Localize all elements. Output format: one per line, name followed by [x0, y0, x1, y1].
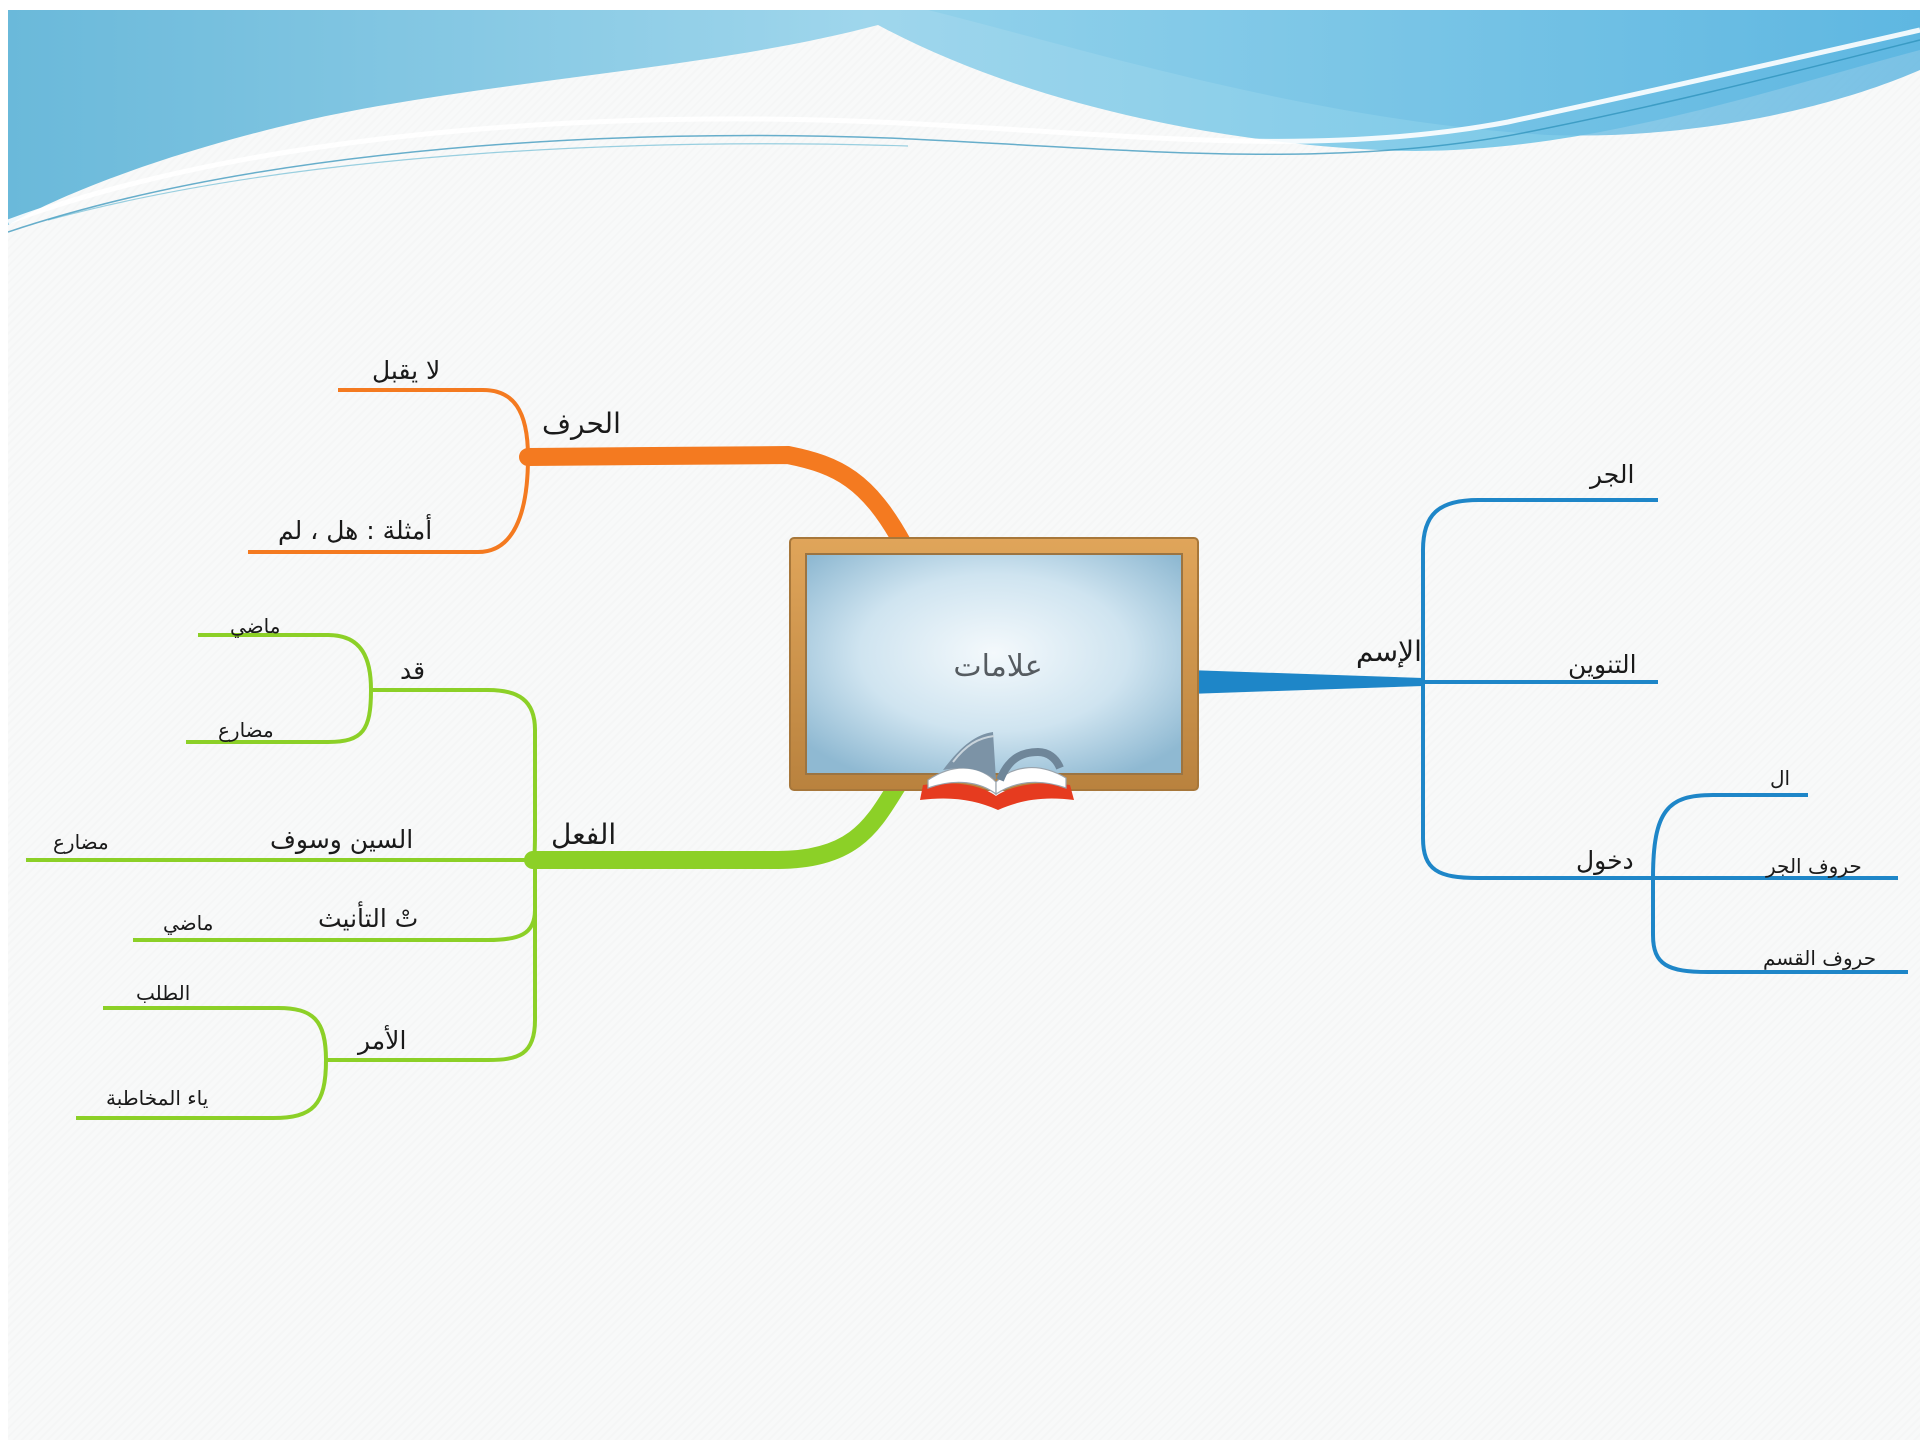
branch-fiil-amr-link	[326, 910, 537, 1062]
branch-amr-child-2	[76, 1059, 328, 1120]
node-ism: الإسم	[1356, 635, 1422, 668]
node-ism-jarr: الجر	[1590, 460, 1635, 489]
branch-ism-dukhool-link	[1421, 682, 1653, 880]
node-sin-sawf: السين وسوف	[270, 825, 414, 854]
branch-dukhool-child-3	[1651, 878, 1908, 974]
node-qad-mudari: مضارع	[218, 718, 274, 742]
center-topic-title: علامات	[953, 649, 1043, 684]
node-qad: قد	[400, 656, 426, 685]
node-sin-sawf-mudari: مضارع	[53, 830, 109, 854]
branch-dukhool-child-1	[1651, 793, 1808, 879]
chalkboard-icon	[789, 537, 1199, 791]
node-fiil: الفعل	[551, 818, 617, 851]
node-ism-dukhool: دخول	[1576, 846, 1634, 875]
node-amr-yaa-mukhataba: ياء المخاطبة	[106, 1086, 209, 1110]
branch-qad-child-1	[198, 633, 373, 691]
node-qad-madi: ماضي	[230, 614, 281, 638]
branch-harf-child-1	[338, 388, 530, 458]
mind-map-connectors	[26, 388, 1908, 1120]
node-dukhool-huruf-jarr: حروف الجر	[1766, 854, 1862, 878]
branch-harf-child-2	[248, 456, 530, 554]
branch-ism-trunk	[1188, 670, 1423, 694]
node-ism-tanween: التنوين	[1568, 650, 1637, 679]
header-wave-decoration	[8, 10, 1920, 233]
node-harf: الحرف	[542, 407, 621, 440]
node-taa-madi: ماضي	[163, 911, 214, 935]
branch-qad-child-2	[186, 689, 373, 744]
node-dukhool-huruf-qasam: حروف القسم	[1763, 946, 1877, 970]
branch-amr-child-1	[103, 1006, 328, 1061]
node-dukhool-al: ال	[1770, 766, 1791, 790]
node-amr-talab: الطلب	[136, 981, 191, 1005]
branch-ism-jarr-link	[1421, 498, 1658, 682]
node-amr: الأمر	[358, 1026, 407, 1055]
node-taa-taneeth: تْ التأنيث	[318, 904, 419, 933]
open-book-icon	[920, 732, 1074, 810]
branch-harf-trunk	[519, 445, 912, 553]
mind-map-slide: علامات الحرف لا يقبل أمثلة : هل ، لم الف…	[8, 10, 1920, 1440]
node-harf-amthila: أمثلة : هل ، لم	[278, 516, 433, 545]
node-harf-la-yaqbal: لا يقبل	[372, 356, 441, 385]
branch-fiil-qad-link	[371, 688, 537, 862]
